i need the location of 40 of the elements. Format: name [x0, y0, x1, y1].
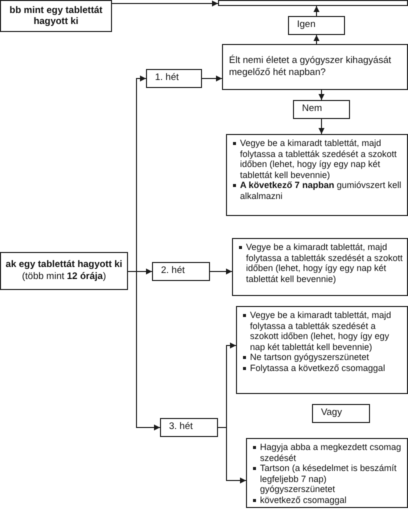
arrow: [318, 118, 324, 134]
condition-text: ak egy tablettát hagyott ki (több mint 12 órája): [5, 259, 123, 283]
arrow: [318, 90, 324, 100]
bullet-item: következő csomaggal: [260, 495, 348, 506]
condition-box: [0, 252, 128, 290]
bullet-item: Vegye be a kimaradt tablettát, majd folytassa a tabletták szedését a szokott időben (lehet, hogy így egy nap két tablettát kell bevennie): [250, 310, 392, 352]
answer-box: [293, 100, 350, 119]
question-box: [222, 44, 408, 90]
week-label: 3. hét: [169, 422, 193, 433]
week-label: 2. hét: [161, 266, 185, 277]
arrow: [210, 268, 232, 274]
arrow: [314, 34, 320, 44]
bullet-item: A következő 7 napban gumióvszert kell alkalmazni: [240, 180, 402, 202]
condition-text: bb mint egy tablettát hagyott ki: [8, 4, 104, 28]
bullet-item: Vegye be a kimaradt tablettát, majd folytassa a tabletták szedését a szokott időben (lehet, hogy így egy nap két tablettát kell bevennie): [246, 242, 403, 284]
bullet-item: Hagyja abba a megkezdett csomag szedését: [260, 442, 402, 464]
answer-label: Igen: [297, 20, 316, 31]
arrow: [128, 271, 160, 430]
arrow: [202, 76, 222, 82]
answer-label: Nem: [302, 104, 322, 115]
week-label: 1. hét: [155, 73, 179, 84]
condition-box: [0, 0, 112, 32]
bullet-item: Folytassa a következő csomaggal: [250, 363, 386, 374]
week-box: [152, 262, 210, 281]
bullet-item: Vegye be a kimaradt tablettát, majd folytassa a tabletták szedését a szokott időben (lehet, hogy így egy nap két tablettát kell bevennie): [240, 138, 398, 180]
option-label: Vagy: [321, 408, 342, 419]
week-box: [160, 418, 218, 437]
question-text: Élt nemi életet a gyógyszer kihagyását megelőző hét napban?: [229, 54, 392, 80]
process-box: [218, 0, 408, 6]
instruction-box: [246, 438, 408, 508]
option-box: [312, 404, 370, 423]
answer-box: [288, 16, 345, 35]
week-box: [146, 69, 202, 88]
instruction-box: [236, 306, 408, 394]
bullet-item: Ne tartson gyógyszerszünetet: [250, 352, 370, 364]
instruction-box: [232, 238, 408, 296]
arrow: [218, 427, 246, 484]
arrow: [112, 0, 218, 6]
arrow: [314, 6, 320, 16]
instruction-box: [226, 134, 408, 216]
